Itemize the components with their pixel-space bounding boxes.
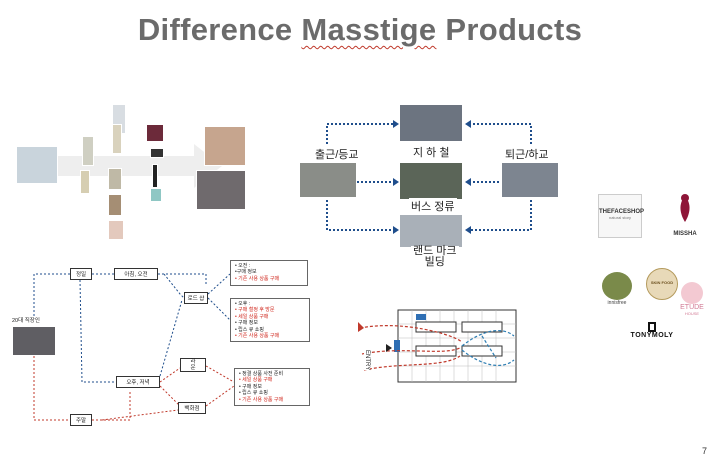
node-road-shop: 로드 샵 bbox=[184, 292, 208, 304]
cosmetic-product-image bbox=[112, 124, 122, 154]
floor-plan-drawing bbox=[358, 309, 517, 383]
node-weekend: 주말 bbox=[70, 414, 92, 426]
innisfree-logo: innisfree bbox=[598, 272, 636, 312]
missha-text: MISSHA bbox=[673, 231, 697, 237]
cosmetic-product-image bbox=[82, 136, 94, 166]
thefaceshop-text: THEFACESHOP bbox=[599, 209, 645, 215]
woman-washing-photo bbox=[16, 146, 58, 184]
business-women-photo bbox=[196, 170, 246, 210]
list-item: • 기존 사용 상품 구매 bbox=[235, 275, 280, 282]
innisfree-tree-icon bbox=[602, 272, 632, 300]
cosmetic-product-image bbox=[152, 164, 158, 188]
list-item: • 기존 사용 상품 구매 bbox=[239, 396, 284, 403]
list-item: • 정결 상품 사전 준비 bbox=[239, 371, 284, 377]
store-floor-plan: ENTRY bbox=[352, 306, 532, 400]
list-afternoon: • 오후 : • 구매 철정 후 방문 • 세일 상품 구매 • 구매 정보 •… bbox=[230, 298, 310, 342]
entry-sign: ENTRY bbox=[364, 350, 370, 371]
skinfood-text: SKIN FOOD bbox=[650, 280, 674, 285]
office-workers-photo bbox=[12, 326, 56, 356]
innisfree-text: innisfree bbox=[607, 300, 627, 306]
product-collage bbox=[14, 102, 254, 252]
node-afternoon: 오후, 저녁 bbox=[116, 376, 160, 388]
skinfood-logo: SKIN FOOD bbox=[646, 268, 678, 300]
cosmetic-product-image bbox=[146, 124, 164, 142]
landmark-building-photo bbox=[399, 214, 463, 248]
cosmetic-product-image bbox=[150, 148, 164, 158]
list-item: • 립스 큐 쇼핑 bbox=[235, 326, 264, 333]
cosmetic-product-image bbox=[150, 188, 162, 202]
etude-logo: ETUDE HOUSE bbox=[678, 282, 706, 328]
list-item: • 세일 상품 구매 bbox=[239, 377, 273, 384]
shopping-flowchart: 20대 직장인 정일 아침, 오전 오후, 저녁 로드 샵 라 운 백화점 주말… bbox=[10, 256, 320, 434]
label-subway: 지 하 철 bbox=[411, 144, 452, 160]
tonymoly-mark-icon bbox=[648, 322, 656, 332]
subway-photo bbox=[399, 104, 463, 142]
missha-logo: MISSHA bbox=[668, 192, 702, 252]
node-department-store: 백화점 bbox=[178, 402, 206, 414]
title-part: Difference bbox=[137, 12, 302, 47]
etude-text: ETUDE bbox=[680, 304, 704, 311]
etude-ornament-icon bbox=[681, 282, 703, 304]
label-commute-in: 출근/등교 bbox=[313, 146, 361, 162]
list-item: • 세일 상품 구매 bbox=[235, 313, 269, 320]
list-morning: • 오전 : •구매 정보 • 기존 사용 상품 구매 bbox=[230, 260, 308, 286]
thefaceshop-logo: THEFACESHOP natural story bbox=[598, 194, 645, 238]
page-number: 7 bbox=[701, 446, 707, 456]
list-weekend: • 정결 상품 사전 준비 • 세일 상품 구매 • 구매 정보 • 립스 큐 … bbox=[234, 368, 310, 406]
cosmetic-product-image bbox=[108, 168, 122, 190]
cosmetic-product-image bbox=[108, 194, 122, 216]
list-item: • 오후 : bbox=[235, 301, 251, 307]
label-bus-stop: 버스 정류 bbox=[409, 198, 457, 214]
list-item: • 오전 : bbox=[235, 263, 251, 269]
node-morning: 아침, 오전 bbox=[114, 268, 158, 280]
commute-diagram: 출근/등교 퇴근/하교 지 하 철 버스 정류 랜드 마크 빌딩 bbox=[295, 104, 585, 268]
flow-arrows bbox=[33, 273, 235, 421]
thefaceshop-subtext: natural story bbox=[608, 215, 631, 220]
brand-logos: THEFACESHOP natural story MISSHA innisfr… bbox=[592, 184, 704, 354]
list-item: • 구매 철정 후 방문 bbox=[235, 307, 275, 314]
women-group-photo bbox=[204, 126, 246, 166]
bus-stop-photo bbox=[399, 162, 463, 200]
cosmetic-product-image bbox=[108, 220, 124, 240]
etude-subtext: HOUSE bbox=[684, 311, 700, 316]
list-item: • 기존 사용 상품 구매 bbox=[235, 333, 280, 340]
node-lounge: 라 운 bbox=[180, 358, 206, 372]
commute-start-photo bbox=[299, 162, 357, 198]
tonymoly-text: TONYMOLY bbox=[630, 332, 674, 339]
list-item: • 구매 정보 bbox=[239, 383, 262, 390]
label-landmark: 랜드 마크 빌딩 bbox=[411, 245, 459, 268]
title-part: Products bbox=[436, 12, 583, 47]
list-item: •구매 정보 bbox=[235, 269, 257, 276]
list-item: • 립스 큐 쇼핑 bbox=[239, 390, 268, 397]
commute-end-photo bbox=[501, 162, 559, 198]
title-masstige: Masstige bbox=[301, 12, 437, 47]
cosmetic-product-image bbox=[80, 170, 90, 194]
slide-title: Difference Masstige Products bbox=[0, 12, 720, 48]
label-start: 20대 직장인 bbox=[10, 316, 42, 324]
progress-arrow-icon bbox=[54, 144, 222, 188]
list-item: • 구매 정보 bbox=[235, 320, 258, 327]
missha-figure-icon bbox=[680, 194, 690, 222]
node-weekday: 정일 bbox=[70, 268, 92, 280]
label-commute-out: 퇴근/하교 bbox=[503, 146, 551, 162]
tonymoly-logo: TONYMOLY bbox=[622, 322, 682, 348]
